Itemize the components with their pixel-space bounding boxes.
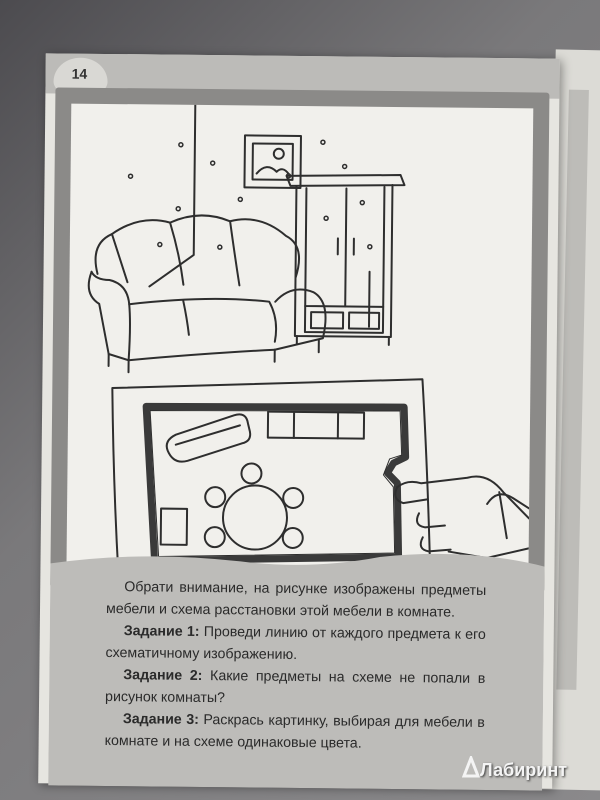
task-2: Задание 2: Какие предметы на схеме не по… <box>105 664 485 712</box>
workbook-page: 14 <box>38 53 560 791</box>
floor-plan-sheet <box>111 378 432 579</box>
room-illustration <box>87 103 531 579</box>
plan-wardrobe <box>266 410 366 440</box>
plan-sofa <box>165 413 252 463</box>
plan-cabinet <box>159 507 189 546</box>
plan-chair <box>281 526 304 549</box>
task-1: Задание 1: Проведи линию от каждого пред… <box>105 620 485 668</box>
page-number: 14 <box>71 65 88 82</box>
instructions-panel-shape <box>48 553 545 791</box>
wall-corner-line <box>148 103 197 288</box>
instructions-panel: Обрати внимание, на рисунке изображены п… <box>48 545 545 791</box>
next-page-border <box>556 89 589 690</box>
wall-picture <box>243 134 302 190</box>
wallpaper-dots <box>127 139 373 250</box>
plan-chair <box>282 486 305 509</box>
plan-chair <box>240 462 263 485</box>
task-3-title: Задание 3: <box>122 711 199 728</box>
sofa-drawing <box>87 214 327 374</box>
labyrinth-logo-icon <box>462 756 480 778</box>
illustration-area <box>66 103 534 579</box>
task-3: Задание 3: Раскрась картинку, выбирая дл… <box>105 708 485 756</box>
plan-chair <box>204 486 227 509</box>
wardrobe-drawing <box>285 174 406 346</box>
plan-table <box>221 484 288 551</box>
task-1-title: Задание 1: <box>123 623 200 640</box>
hand-drawing <box>394 475 531 559</box>
floor-line <box>367 270 371 328</box>
intro-paragraph: Обрати внимание, на рисунке изображены п… <box>105 579 487 621</box>
watermark-text: Лабиринт <box>480 760 568 780</box>
instructions-text: Обрати внимание, на рисунке изображены п… <box>105 576 487 756</box>
task-2-title: Задание 2: <box>123 667 203 685</box>
plan-chair <box>203 526 226 549</box>
